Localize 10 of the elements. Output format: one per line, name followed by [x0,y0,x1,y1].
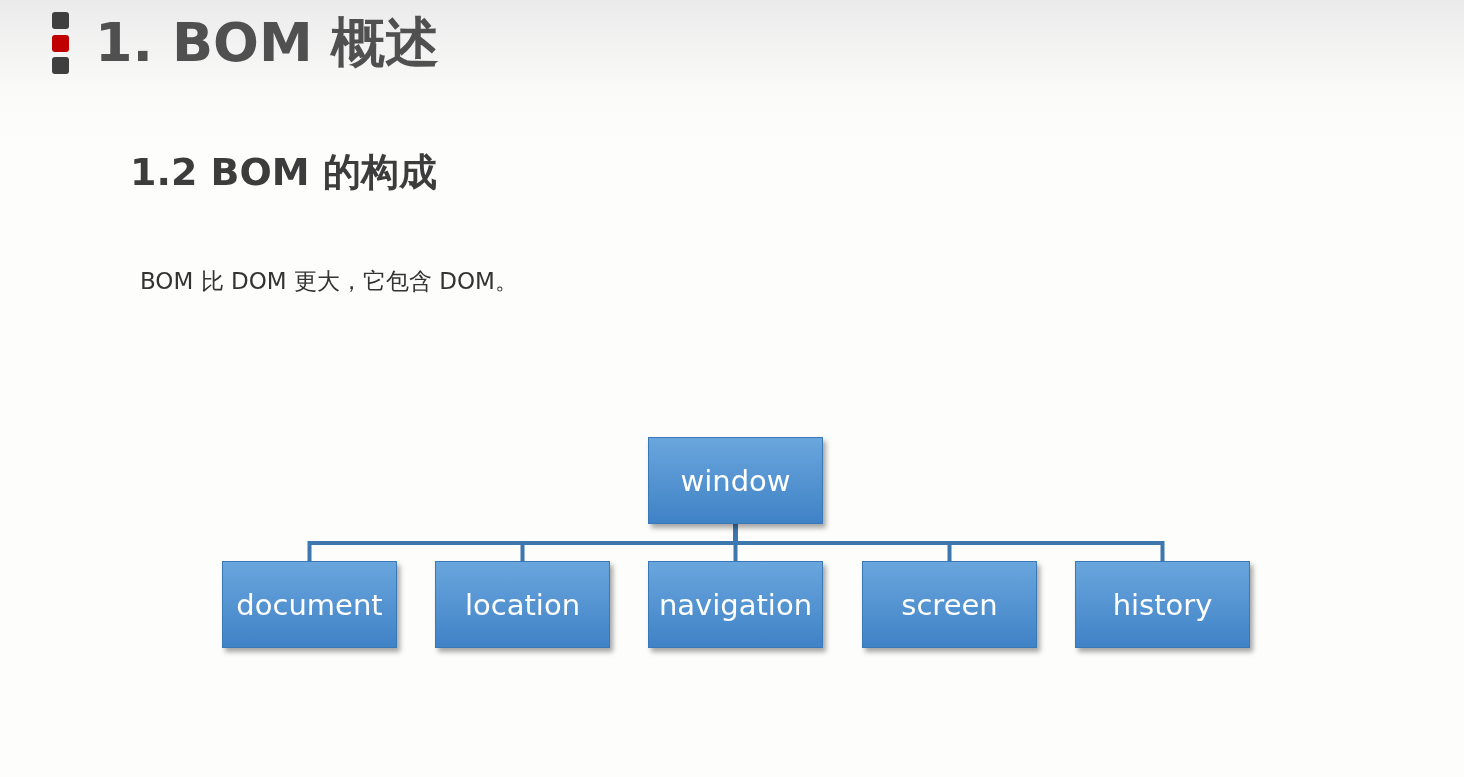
subtitle: 1.2 BOM 的构成 [130,149,437,196]
tree-box: document [222,561,397,648]
title: 1. BOM 概述 [95,10,440,76]
tree-box: history [1075,561,1250,648]
tree-box: screen [862,561,1037,648]
connector-line [733,524,1165,561]
tree-box: navigation [648,561,823,648]
tree-box: location [435,561,610,648]
body-text: BOM 比 DOM 更大，它包含 DOM。 [140,267,518,296]
tree-box: window [648,437,823,524]
